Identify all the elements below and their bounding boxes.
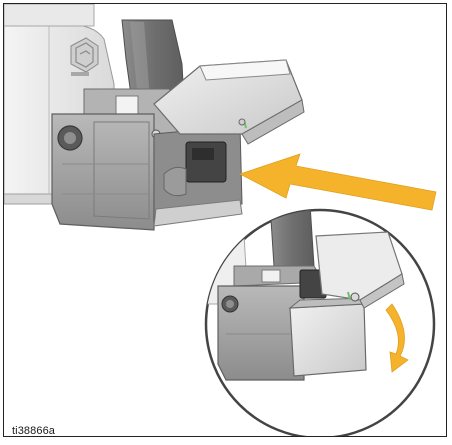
close-direction-arrow-icon — [385, 303, 409, 373]
figure-frame: ti38866a — [3, 3, 447, 437]
battery-installation-illustration — [4, 4, 437, 436]
gun-handle — [121, 19, 185, 103]
battery-cover-open — [153, 59, 305, 145]
insert-direction-arrow-icon — [238, 153, 437, 211]
brand-logo-icon — [70, 37, 99, 76]
figure-id-label: ti38866a — [12, 425, 56, 437]
detail-circle — [204, 208, 436, 436]
